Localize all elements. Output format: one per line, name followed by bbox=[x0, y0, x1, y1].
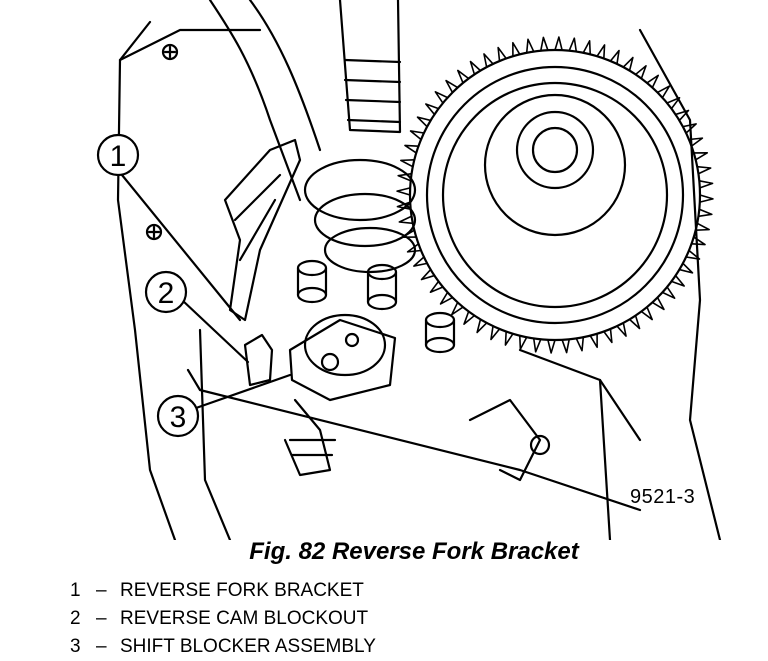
gear-tooth bbox=[554, 36, 563, 51]
gear-tooth bbox=[490, 325, 501, 341]
svg-text:3: 3 bbox=[170, 401, 187, 434]
gear-tooth bbox=[469, 60, 482, 76]
legend-number: 1 bbox=[70, 580, 81, 601]
gear-tooth bbox=[682, 123, 697, 134]
svg-text:2: 2 bbox=[158, 277, 175, 310]
gear-tooth bbox=[646, 74, 660, 89]
gear-tooth bbox=[603, 328, 613, 344]
gear-tooth bbox=[616, 322, 627, 337]
shift-rod bbox=[338, 0, 402, 134]
gear-tooth bbox=[518, 334, 528, 350]
legend-label: SHIFT BLOCKER ASSEMBLY bbox=[120, 636, 376, 657]
gear-tooth bbox=[429, 280, 444, 294]
gear-tooth bbox=[674, 109, 690, 122]
gear-tooth bbox=[561, 338, 571, 354]
gear-tooth bbox=[589, 332, 598, 349]
callout-1: 1 bbox=[96, 133, 140, 177]
gear-tooth bbox=[404, 144, 420, 154]
case-bolt bbox=[145, 223, 163, 241]
gear-tooth bbox=[439, 291, 454, 305]
gear-tooth bbox=[656, 85, 671, 99]
bearing-post bbox=[424, 311, 456, 354]
gear-tooth bbox=[425, 103, 440, 116]
gear-tooth bbox=[416, 116, 432, 128]
case-bolt bbox=[161, 43, 179, 61]
reverse-fork-bracket bbox=[223, 138, 302, 322]
gear-tooth bbox=[512, 41, 521, 58]
legend-number: 2 bbox=[70, 608, 81, 629]
callout-legend: 1–REVERSE FORK BRACKET 2–REVERSE CAM BLO… bbox=[70, 577, 376, 661]
cluster-gear bbox=[303, 158, 417, 274]
legend-separator: – bbox=[96, 608, 107, 629]
gear-tooth bbox=[692, 152, 709, 161]
legend-item: 3–SHIFT BLOCKER ASSEMBLY bbox=[70, 633, 376, 661]
gear-tooth bbox=[483, 53, 494, 68]
gear-tooth bbox=[698, 179, 714, 189]
gear-tooth bbox=[456, 69, 470, 84]
gear-tooth bbox=[539, 36, 549, 52]
gear-tooth bbox=[450, 301, 464, 316]
gear-tooth bbox=[696, 165, 712, 175]
gear-tooth bbox=[398, 215, 414, 225]
gear-tooth bbox=[445, 79, 459, 94]
gear-tooth bbox=[628, 314, 641, 330]
figure-caption: Fig. 82 Reverse Fork Bracket bbox=[249, 538, 579, 565]
gear-tooth bbox=[532, 337, 542, 353]
legend-number: 3 bbox=[70, 636, 81, 657]
gear-tooth bbox=[651, 296, 665, 311]
gear-tooth bbox=[568, 37, 578, 53]
leader-line-2 bbox=[180, 298, 250, 364]
reverse-cam-blockout bbox=[243, 333, 274, 387]
callout-3: 3 bbox=[156, 394, 200, 438]
legend-item: 1–REVERSE FORK BRACKET bbox=[70, 577, 376, 605]
gear-tooth bbox=[688, 137, 704, 147]
gear-tooth bbox=[420, 268, 436, 281]
main-gear bbox=[408, 48, 702, 342]
transmission-illustration: 1 2 3 bbox=[96, 0, 722, 540]
legend-separator: – bbox=[96, 580, 107, 601]
callout-2: 2 bbox=[144, 270, 188, 314]
gear-tooth bbox=[670, 274, 685, 287]
bearing-post bbox=[366, 263, 398, 311]
gear-tooth bbox=[609, 49, 620, 65]
gear-tooth bbox=[504, 330, 514, 346]
gear-tooth bbox=[463, 310, 476, 325]
figure-code: 9521-3 bbox=[630, 486, 696, 508]
gear-tooth bbox=[582, 40, 592, 56]
gear-tooth bbox=[409, 130, 425, 141]
legend-separator: – bbox=[96, 636, 107, 657]
gear-tooth bbox=[699, 194, 714, 203]
svg-text:1: 1 bbox=[110, 140, 127, 173]
gear-tooth bbox=[697, 208, 713, 218]
gear-tooth bbox=[525, 38, 535, 54]
gear-tooth bbox=[622, 56, 634, 72]
gear-tooth bbox=[434, 90, 449, 104]
legend-label: REVERSE CAM BLOCKOUT bbox=[120, 608, 369, 629]
gear-tooth bbox=[396, 187, 411, 196]
transmission-case bbox=[116, 20, 177, 540]
leader-line-3 bbox=[194, 373, 292, 410]
gear-tooth bbox=[678, 262, 694, 274]
gear-tooth bbox=[497, 46, 507, 62]
gear-tooth bbox=[634, 65, 647, 80]
gear-tooth bbox=[575, 336, 585, 352]
gear-tooth bbox=[596, 44, 606, 60]
gear-tooth bbox=[547, 339, 556, 354]
gear-tooth bbox=[694, 222, 710, 232]
gear-tooth bbox=[685, 249, 701, 260]
gear-tooth bbox=[690, 236, 706, 246]
legend-item: 2–REVERSE CAM BLOCKOUT bbox=[70, 605, 376, 633]
gear-tooth bbox=[396, 201, 412, 211]
bearing-post bbox=[296, 259, 328, 304]
gear-tooth bbox=[661, 286, 676, 300]
gear-tooth bbox=[400, 158, 416, 168]
gear-tooth bbox=[640, 306, 654, 321]
leader-line-1 bbox=[120, 173, 242, 322]
gear-tooth bbox=[666, 96, 681, 110]
gear-tooth bbox=[476, 318, 488, 334]
legend-label: REVERSE FORK BRACKET bbox=[120, 580, 364, 601]
gear-tooth bbox=[413, 256, 428, 267]
shift-blocker-assembly bbox=[288, 313, 397, 402]
